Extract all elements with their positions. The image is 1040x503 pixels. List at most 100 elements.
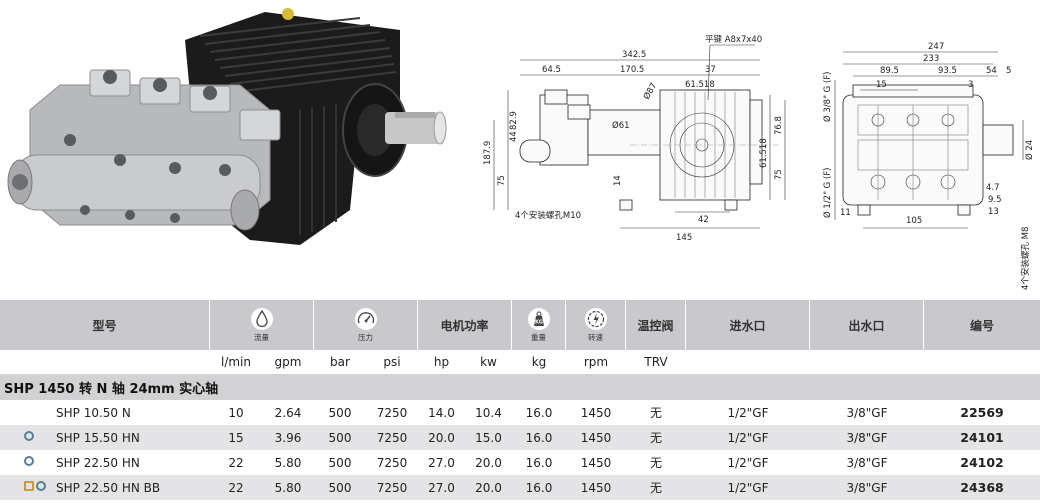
circle-marker-icon	[24, 431, 34, 441]
cell-kg: 16.0	[525, 480, 553, 495]
header-trv: 温控阀	[626, 300, 686, 350]
side-view-dimension-lines	[493, 44, 786, 229]
cell-bar: 500	[328, 480, 352, 495]
cell-gpm: 3.96	[274, 430, 302, 445]
unit-bar: bar	[330, 355, 350, 369]
circle-marker-icon	[24, 456, 34, 466]
cell-code: 24368	[960, 480, 1004, 495]
header-pressure-label: 压力	[358, 333, 373, 342]
dim-front-13: 4.7	[986, 183, 1000, 193]
header-speed-label: 转速	[588, 333, 603, 342]
unit-kw: kw	[480, 355, 497, 369]
dim-front-0: 247	[928, 42, 944, 52]
drive-shaft	[385, 111, 447, 145]
model-name: SHP 15.50 HN	[56, 430, 140, 445]
header-outlet: 出水口	[810, 300, 924, 350]
dim-side-3: 37	[705, 65, 716, 75]
unit-hp: hp	[433, 355, 450, 369]
dim-side-11: 14	[613, 175, 623, 186]
cell-gpm: 5.80	[274, 480, 302, 495]
cell-bar: 500	[328, 455, 352, 470]
pump-photo	[7, 8, 447, 245]
cell-bar: 500	[328, 430, 352, 445]
dim-side-10: 75	[497, 175, 507, 186]
cell-inlet: 1/2"GF	[727, 405, 769, 420]
front-view-dimension-lines	[834, 51, 1024, 229]
weight-badge-text: KG	[535, 320, 543, 326]
cell-outlet: 3/8"GF	[846, 405, 888, 420]
cell-model: SHP 22.50 HN BB	[0, 475, 210, 500]
cell-kw: 20.0	[475, 480, 502, 495]
cell-rpm: 1450	[580, 405, 612, 420]
cell-kw: 15.0	[475, 430, 502, 445]
dim-front-1: 233	[923, 54, 939, 64]
table-header: 型号 流量 压力 电机功率	[0, 300, 1040, 350]
model-name: SHP 22.50 HN	[56, 455, 140, 470]
cell-hp: 27.0	[428, 455, 455, 470]
product-figure-area: 平键 A8x7x40 4个安装螺孔M10 342.5 64.5 170.5 37…	[7, 8, 1035, 290]
header-pressure: 压力	[314, 300, 418, 350]
cell-psi: 7250	[376, 405, 408, 420]
square-marker-icon	[24, 481, 34, 491]
cell-rpm: 1450	[580, 480, 612, 495]
cell-bar: 500	[328, 405, 352, 420]
side-view-outline	[519, 89, 780, 211]
spec-table: 型号 流量 压力 电机功率	[0, 300, 1040, 503]
cell-hp: 14.0	[428, 405, 455, 420]
header-model: 型号	[0, 300, 210, 350]
unit-kg: kg	[531, 355, 547, 369]
row-marks	[24, 431, 34, 441]
dim-front-9: Ø 1/2" G (F)	[822, 168, 833, 219]
dim-side-5: Ø87	[641, 81, 659, 102]
dim-side-0: 342.5	[622, 50, 646, 60]
dim-side-12: 61.518	[759, 138, 769, 168]
unit-gpm: gpm	[274, 355, 302, 369]
cell-lmin: 22	[228, 455, 244, 470]
cell-kg: 16.0	[525, 455, 553, 470]
cell-lmin: 15	[228, 430, 244, 445]
unit-rpm: rpm	[583, 355, 609, 369]
gauge-icon	[354, 308, 377, 330]
row-marks	[24, 481, 46, 491]
manifold-head	[7, 69, 281, 231]
cell-trv: 无	[649, 481, 662, 495]
front-view-drawing: 247 233 89.5 93.5 54 5 15 3 Ø 3/8" G (F)…	[822, 42, 1035, 290]
cell-hp: 20.0	[428, 430, 455, 445]
cell-model: SHP 22.50 HN	[0, 450, 210, 475]
cell-inlet: 1/2"GF	[727, 455, 769, 470]
water-drop-icon	[250, 308, 273, 330]
dim-front-14: 9.5	[988, 195, 1002, 205]
unit-lmin: l/min	[220, 355, 251, 369]
cell-code: 24102	[960, 455, 1004, 470]
header-weight-label: 重量	[531, 333, 546, 342]
cell-trv: 无	[649, 406, 662, 420]
oil-cap	[282, 8, 294, 20]
cell-model: SHP 15.50 HN	[0, 425, 210, 450]
model-name: SHP 10.50 N	[56, 405, 131, 420]
dim-front-15: 13	[988, 207, 999, 217]
side-view-drawing: 平键 A8x7x40 4个安装螺孔M10 342.5 64.5 170.5 37…	[483, 34, 786, 243]
circle-marker-icon	[36, 481, 46, 491]
dim-front-10: Ø 24	[1024, 140, 1035, 160]
cell-outlet: 3/8"GF	[846, 480, 888, 495]
dim-side-4: 61.518	[685, 80, 715, 90]
front-view-outline	[842, 84, 1014, 216]
unit-row: l/min gpm bar psi hp kw kg rpm TRV	[0, 350, 1040, 374]
cell-code: 22569	[960, 405, 1004, 420]
cell-lmin: 10	[228, 405, 244, 420]
model-name: SHP 22.50 HN BB	[56, 480, 161, 495]
dim-side-15: 42	[698, 215, 709, 225]
dim-side-16: 145	[676, 233, 692, 243]
dim-side-7: 82.9	[509, 111, 519, 130]
dim-side-13: 76.8	[774, 116, 784, 135]
cell-kg: 16.0	[525, 430, 553, 445]
dim-side-2: 170.5	[620, 65, 644, 75]
header-flow-label: 流量	[254, 333, 269, 342]
header-speed: 转速	[566, 300, 626, 350]
weight-icon: KG	[527, 308, 550, 330]
dim-front-6: 15	[876, 80, 887, 90]
dim-front-11: 11	[840, 208, 851, 218]
header-flow: 流量	[210, 300, 314, 350]
